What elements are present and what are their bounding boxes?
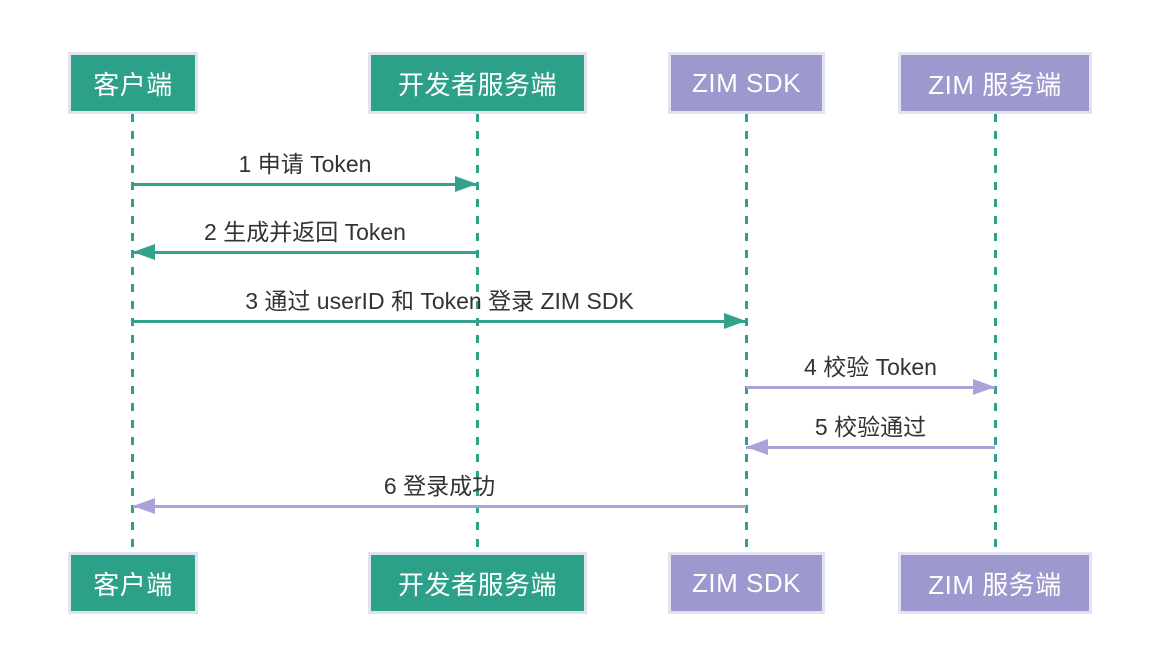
message-line	[133, 498, 746, 514]
message-3-login-zim-sdk: 3 通过 userID 和 Token 登录 ZIM SDK	[133, 287, 746, 329]
arrow-left-icon	[746, 439, 768, 455]
message-line	[133, 244, 477, 260]
actor-label: 开发者服务端	[397, 569, 557, 600]
message-label: 6 登录成功	[383, 473, 496, 499]
actor-label: ZIM 服务端	[928, 569, 1062, 600]
message-label: 5 校验通过	[814, 414, 927, 440]
arrow-left-icon	[133, 498, 155, 514]
actor-label: ZIM SDK	[692, 67, 801, 98]
message-line	[746, 379, 995, 395]
arrow-right-icon	[724, 313, 746, 329]
arrow-right-icon	[455, 176, 477, 192]
actor-top-client: 客户端	[68, 52, 198, 114]
actor-bottom-zim-sdk: ZIM SDK	[668, 552, 825, 614]
message-6-login-success: 6 登录成功	[133, 472, 746, 514]
actor-bottom-client: 客户端	[68, 552, 198, 614]
actor-top-zim-server: ZIM 服务端	[898, 52, 1092, 114]
lifeline-developer-server	[476, 114, 479, 552]
actor-label: ZIM 服务端	[928, 69, 1062, 100]
lifeline-zim-sdk	[745, 114, 748, 552]
arrow-right-icon	[973, 379, 995, 395]
message-1-request-token: 1 申请 Token	[133, 150, 477, 192]
message-4-verify-token: 4 校验 Token	[746, 353, 995, 395]
message-2-return-token: 2 生成并返回 Token	[133, 218, 477, 260]
actor-top-developer-server: 开发者服务端	[368, 52, 587, 114]
message-label: 3 通过 userID 和 Token 登录 ZIM SDK	[245, 288, 634, 314]
lifeline-client	[131, 114, 134, 552]
actor-top-zim-sdk: ZIM SDK	[668, 52, 825, 114]
message-5-verify-passed: 5 校验通过	[746, 413, 995, 455]
message-label: 4 校验 Token	[804, 354, 937, 380]
message-line	[746, 439, 995, 455]
message-label: 1 申请 Token	[238, 151, 372, 177]
lifeline-zim-server	[994, 114, 997, 552]
message-line	[133, 313, 746, 329]
actor-label: ZIM SDK	[692, 567, 801, 598]
message-line	[133, 176, 477, 192]
actor-label: 开发者服务端	[397, 69, 557, 100]
actor-label: 客户端	[93, 569, 173, 600]
actor-bottom-developer-server: 开发者服务端	[368, 552, 587, 614]
actor-bottom-zim-server: ZIM 服务端	[898, 552, 1092, 614]
arrow-left-icon	[133, 244, 155, 260]
actor-label: 客户端	[93, 69, 173, 100]
message-label: 2 生成并返回 Token	[204, 219, 406, 245]
